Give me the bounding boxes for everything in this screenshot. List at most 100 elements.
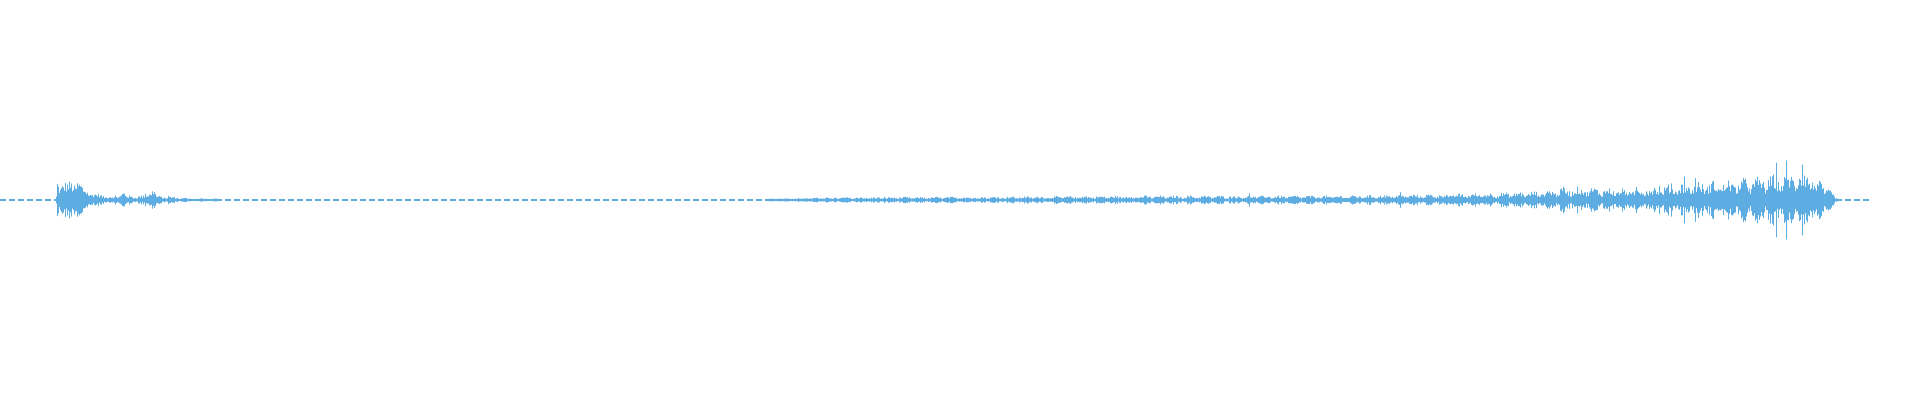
waveform-sample-bar — [915, 197, 916, 203]
waveform-sample-bar — [738, 199, 739, 201]
waveform-sample-bar — [730, 199, 731, 201]
waveform-sample-bar — [1819, 180, 1820, 220]
waveform-sample-bar — [5, 199, 6, 201]
waveform-sample-bar — [767, 199, 768, 201]
waveform-sample-bar — [1751, 188, 1752, 212]
waveform-sample-bar — [336, 199, 337, 201]
waveform-sample-bar — [1142, 197, 1143, 203]
waveform-sample-bar — [310, 199, 311, 201]
waveform-sample-bar — [1812, 182, 1813, 218]
waveform-sample-bar — [1589, 192, 1590, 208]
waveform-sample-bar — [1496, 198, 1497, 202]
waveform-sample-bar — [1584, 192, 1585, 208]
waveform-sample-bar — [1292, 196, 1293, 204]
waveform-sample-bar — [1835, 198, 1836, 202]
waveform-sample-bar — [20, 199, 21, 201]
waveform-sample-bar — [1807, 177, 1808, 223]
waveform-sample-bar — [446, 199, 447, 201]
waveform-sample-bar — [640, 199, 641, 201]
waveform-sample-bar — [1571, 196, 1572, 204]
waveform-sample-bar — [1638, 191, 1639, 209]
waveform-sample-bar — [105, 197, 106, 203]
waveform-sample-bar — [1484, 195, 1485, 205]
waveform-sample-bar — [1757, 176, 1758, 224]
waveform-sample-bar — [139, 196, 140, 204]
waveform-sample-bar — [1699, 186, 1700, 214]
waveform-sample-bar — [1057, 196, 1058, 204]
waveform-sample-bar — [436, 199, 437, 201]
waveform-sample-bar — [1703, 189, 1704, 211]
waveform-sample-bar — [997, 197, 998, 203]
waveform-sample-bar — [1320, 198, 1321, 202]
waveform-sample-bar — [1581, 190, 1582, 210]
waveform-sample-bar — [950, 196, 951, 204]
waveform-sample-bar — [243, 199, 244, 201]
waveform-sample-bar — [807, 198, 808, 202]
waveform-sample-bar — [705, 199, 706, 201]
waveform-sample-bar — [675, 199, 676, 201]
waveform-sample-bar — [1841, 199, 1842, 201]
waveform-sample-bar — [1277, 196, 1278, 204]
waveform-sample-bar — [462, 199, 463, 201]
waveform-sample-bar — [1811, 188, 1812, 212]
waveform-sample-bar — [1154, 196, 1155, 204]
waveform-sample-bar — [1836, 198, 1837, 202]
waveform-sample-bar — [1157, 196, 1158, 204]
waveform-sample-bar — [478, 199, 479, 201]
waveform-sample-bar — [983, 198, 984, 202]
waveform-sample-bar — [283, 199, 284, 201]
waveform-sample-bar — [1386, 195, 1387, 205]
waveform-sample-bar — [1087, 198, 1088, 202]
waveform-sample-bar — [1092, 198, 1093, 202]
waveform-sample-bar — [1704, 194, 1705, 206]
waveform-sample-bar — [1435, 197, 1436, 203]
waveform-sample-bar — [1131, 197, 1132, 203]
waveform-sample-bar — [67, 184, 68, 216]
waveform-sample-bar — [13, 199, 14, 201]
waveform-sample-bar — [1754, 186, 1755, 214]
waveform-sample-bar — [1017, 198, 1018, 202]
waveform-sample-bar — [1187, 195, 1188, 205]
waveform-sample-bar — [333, 199, 334, 201]
waveform-sample-bar — [1193, 197, 1194, 203]
waveform-sample-bar — [1450, 195, 1451, 205]
waveform-sample-bar — [217, 198, 218, 202]
waveform-sample-bar — [1792, 180, 1793, 220]
waveform-sample-bar — [1547, 191, 1548, 209]
waveform-sample-bar — [275, 199, 276, 201]
waveform-sample-bar — [1235, 198, 1236, 202]
waveform-sample-bar — [1537, 196, 1538, 204]
waveform-sample-bar — [1549, 191, 1550, 209]
waveform-sample-bar — [1362, 198, 1363, 202]
waveform-sample-bar — [31, 199, 32, 201]
waveform-sample-bar — [1284, 196, 1285, 204]
waveform-sample-bar — [887, 198, 888, 202]
waveform-sample-bar — [608, 199, 609, 201]
waveform-sample-bar — [410, 199, 411, 201]
waveform-sample-bar — [841, 198, 842, 202]
waveform-sample-bar — [1006, 198, 1007, 202]
waveform-sample-bar — [1124, 198, 1125, 202]
waveform-sample-bar — [190, 199, 191, 201]
waveform-sample-bar — [274, 199, 275, 201]
waveform-sample-bar — [1247, 196, 1248, 204]
waveform-sample-bar — [1576, 194, 1577, 206]
waveform-sample-bar — [516, 199, 517, 201]
waveform-sample-bar — [650, 199, 651, 201]
waveform-sample-bar — [522, 199, 523, 201]
waveform-sample-bar — [1681, 184, 1682, 216]
waveform-sample-bar — [1134, 198, 1135, 202]
waveform-sample-bar — [1506, 192, 1507, 208]
waveform-sample-bar — [1229, 196, 1230, 204]
waveform-sample-bar — [761, 199, 762, 201]
waveform-sample-bar — [1523, 194, 1524, 206]
waveform-sample-bar — [662, 199, 663, 201]
waveform-sample-bar — [1756, 181, 1757, 219]
waveform-sample-bar — [1665, 190, 1666, 210]
waveform-sample-bar — [1480, 196, 1481, 204]
waveform-sample-bar — [452, 199, 453, 201]
waveform-sample-bar — [1834, 196, 1835, 204]
waveform-sample-bar — [398, 199, 399, 201]
waveform-sample-bar — [1458, 194, 1459, 206]
